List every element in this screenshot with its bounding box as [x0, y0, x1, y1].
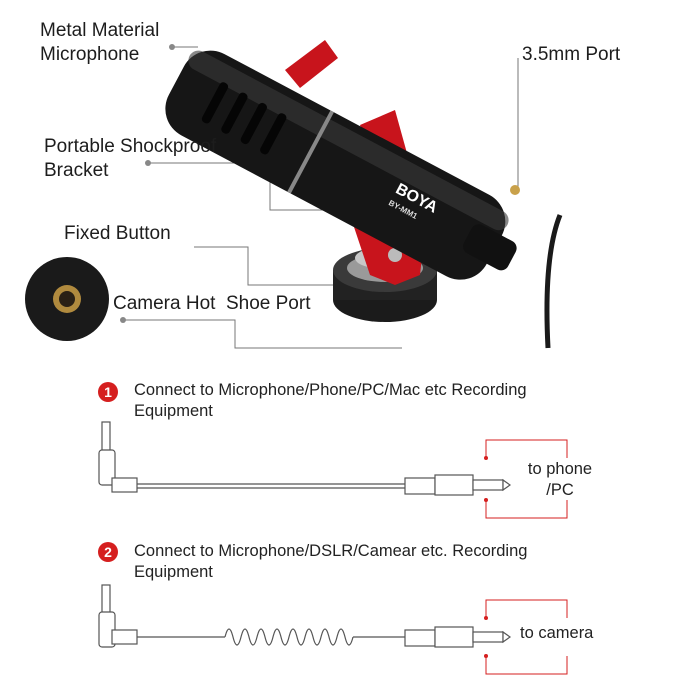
callout-fixed-button: Fixed Button: [64, 223, 171, 244]
microphone-body: BOYA BY-MM1: [165, 50, 517, 280]
target-brackets: [485, 439, 568, 675]
mic-cable: [544, 214, 563, 349]
step-1-text: Connect to Microphone/Phone/PC/Mac etc R…: [134, 381, 527, 420]
target-line: /PC: [546, 481, 574, 499]
cable-diagram-2: [98, 584, 512, 648]
callout-metal-material: Metal Material Microphone: [40, 19, 159, 67]
target-phone-pc: to phone /PC: [515, 459, 605, 501]
callout-hot-shoe-port: Camera Hot Shoe Port: [113, 293, 311, 314]
target-line: to phone: [527, 460, 593, 478]
callout-shockproof-bracket: Portable Shockproof Bracket: [44, 135, 216, 183]
step-2-text: Connect to Microphone/DSLR/Camear etc. R…: [134, 542, 528, 581]
screw: [388, 248, 402, 262]
callout-3-5mm-port: 3.5mm Port: [522, 44, 621, 65]
callout-line: Bracket: [44, 160, 109, 181]
cable-diagram-1: [98, 421, 512, 496]
leader-dots: [120, 44, 175, 323]
fixed-button-image: [25, 257, 109, 341]
callout-line: Portable Shockproof: [44, 136, 217, 157]
callout-line: Microphone: [40, 44, 140, 65]
port-jack: [510, 185, 520, 195]
leader-lines: [123, 46, 519, 349]
step-number-1: 1: [98, 382, 118, 402]
callout-line: Metal Material: [40, 20, 160, 41]
step-number-2: 2: [98, 542, 118, 562]
target-camera: to camera: [520, 624, 594, 642]
